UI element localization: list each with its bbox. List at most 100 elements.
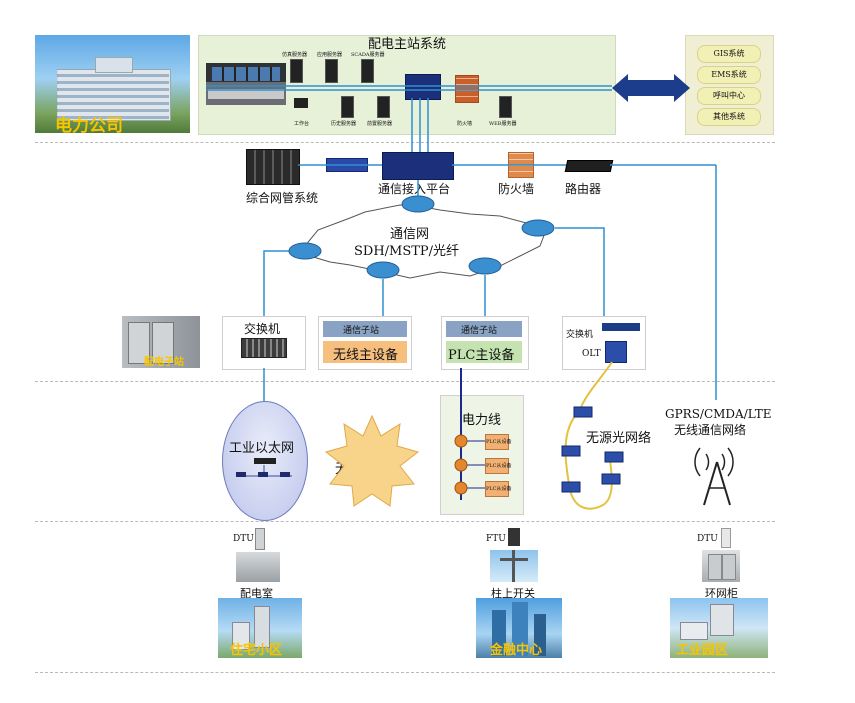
dtu-1-label: DTU <box>233 534 254 544</box>
nms-server-icon <box>246 149 300 185</box>
server-icon <box>377 96 390 118</box>
call-center-button[interactable]: 呼叫中心 <box>697 87 761 105</box>
router-node-icon <box>468 257 502 275</box>
separator <box>35 142 775 143</box>
onu-node <box>573 406 593 418</box>
master-station-title: 配电主站系统 <box>368 37 447 52</box>
area-2-photo: 金融中心 <box>476 598 562 658</box>
router-node-icon <box>366 261 400 279</box>
distribution-room-label: 配电室 <box>240 587 273 600</box>
substation-2-device <box>446 341 522 363</box>
other-systems-button[interactable]: 其他系统 <box>697 108 761 126</box>
bus-label: 信息交互总线 <box>624 88 661 95</box>
ftu-icon <box>508 528 520 546</box>
area-2-label: 金融中心 <box>490 643 543 658</box>
router-node-icon <box>401 195 435 213</box>
substation-photo-label: 配电子站 <box>144 357 184 368</box>
router-node-icon <box>288 242 322 260</box>
company-photo: 电力公司 <box>35 35 190 133</box>
workstation-label: 工作台 <box>294 121 310 127</box>
substation-2-header <box>446 321 522 337</box>
server-label: 应用服务器 <box>317 52 343 58</box>
separator <box>35 672 775 673</box>
server-icon <box>341 96 354 118</box>
olt-switch-label: 交换机 <box>566 330 594 340</box>
ethernet-switch-icon <box>254 458 276 464</box>
onu-node <box>561 481 581 493</box>
company-label: 电力公司 <box>55 116 123 133</box>
powerline-label: 电力线 <box>462 413 502 428</box>
router-node-icon <box>521 219 555 237</box>
plc-slave-box <box>485 434 509 450</box>
substation-1-header <box>323 321 407 337</box>
plc-slave-label: PLC从设备 <box>486 486 512 492</box>
powerline-panel <box>440 395 524 515</box>
workstation-label: 防火墙 <box>457 121 473 127</box>
separator <box>35 381 775 382</box>
area-1-photo: 住宅小区 <box>218 598 302 658</box>
substation-1-device <box>323 341 407 363</box>
ring-cabinet-label: 环网柜 <box>705 587 738 600</box>
plc-slave-box <box>485 481 509 497</box>
access-platform-label: 通信接入平台 <box>378 182 451 196</box>
server-icon <box>499 96 512 118</box>
onu-node <box>604 451 624 463</box>
workstation-icon <box>294 98 308 108</box>
cellular-label-1: GPRS/CMDA/LTE <box>665 407 772 421</box>
onu-node <box>561 445 581 457</box>
antenna-tower-icon <box>694 447 734 506</box>
area-1-label: 住宅小区 <box>230 643 283 658</box>
network-subtitle: SDH/MSTP/光纤 <box>354 244 460 259</box>
router-icon <box>564 160 614 172</box>
server-icon <box>361 59 374 83</box>
switch-label: 交换机 <box>244 322 281 336</box>
control-room-photo <box>206 63 286 105</box>
dtu-2-icon <box>721 528 731 548</box>
substation-photo: 配电子站 <box>122 316 200 368</box>
workstation-label: 前置服务器 <box>367 121 393 127</box>
nms-label: 综合网管系统 <box>246 191 319 205</box>
server-label: 仿真服务器 <box>282 52 308 58</box>
server-icon <box>325 59 338 83</box>
wireless-label: 无线专网 <box>335 462 388 477</box>
area-3-photo: 工业园区 <box>670 598 768 658</box>
server-icon <box>290 59 303 83</box>
substation-2-device-label: PLC主设备 <box>448 348 515 363</box>
substation-2-title: 通信子站 <box>461 326 498 336</box>
separator <box>35 521 775 522</box>
ftu-label: FTU <box>486 534 506 544</box>
workstation-label: WEB服务器 <box>489 121 517 127</box>
substation-1-title: 通信子站 <box>343 326 380 336</box>
cellular-label-2: 无线通信网络 <box>674 423 747 437</box>
distribution-room-photo <box>236 552 280 582</box>
switch-device-icon <box>241 338 287 358</box>
dtu-1-icon <box>255 528 265 550</box>
ethernet-label: 工业以太网 <box>229 441 295 456</box>
olt-switch-icon <box>602 323 640 331</box>
firewall-label: 防火墙 <box>498 182 535 196</box>
plc-slave-label: PLC从设备 <box>486 439 512 445</box>
dtu-2-label: DTU <box>697 534 718 544</box>
router-label: 路由器 <box>565 182 602 196</box>
pole-switch-label: 柱上开关 <box>491 587 535 600</box>
plc-slave-box <box>485 458 509 474</box>
modem-icon <box>326 158 368 172</box>
ring-cabinet-photo <box>702 550 740 582</box>
link-line <box>263 250 300 316</box>
ems-system-button[interactable]: EMS系统 <box>697 66 761 84</box>
olt-label: OLT <box>582 349 601 359</box>
switch-icon <box>405 74 441 100</box>
pon-label: 无源光网络 <box>586 431 652 446</box>
olt-device-icon <box>605 341 627 363</box>
area-3-label: 工业园区 <box>676 643 729 658</box>
gis-system-button[interactable]: GIS系统 <box>697 45 761 63</box>
plc-slave-label: PLC从设备 <box>486 463 512 469</box>
access-platform-icon <box>382 152 454 180</box>
onu-node <box>601 473 621 485</box>
link-line <box>555 227 605 316</box>
firewall-icon <box>508 152 534 178</box>
server-label: SCADA服务器 <box>351 52 385 58</box>
pole-switch-photo <box>490 550 538 582</box>
firewall-icon <box>455 75 479 103</box>
workstation-label: 历史服务器 <box>331 121 357 127</box>
